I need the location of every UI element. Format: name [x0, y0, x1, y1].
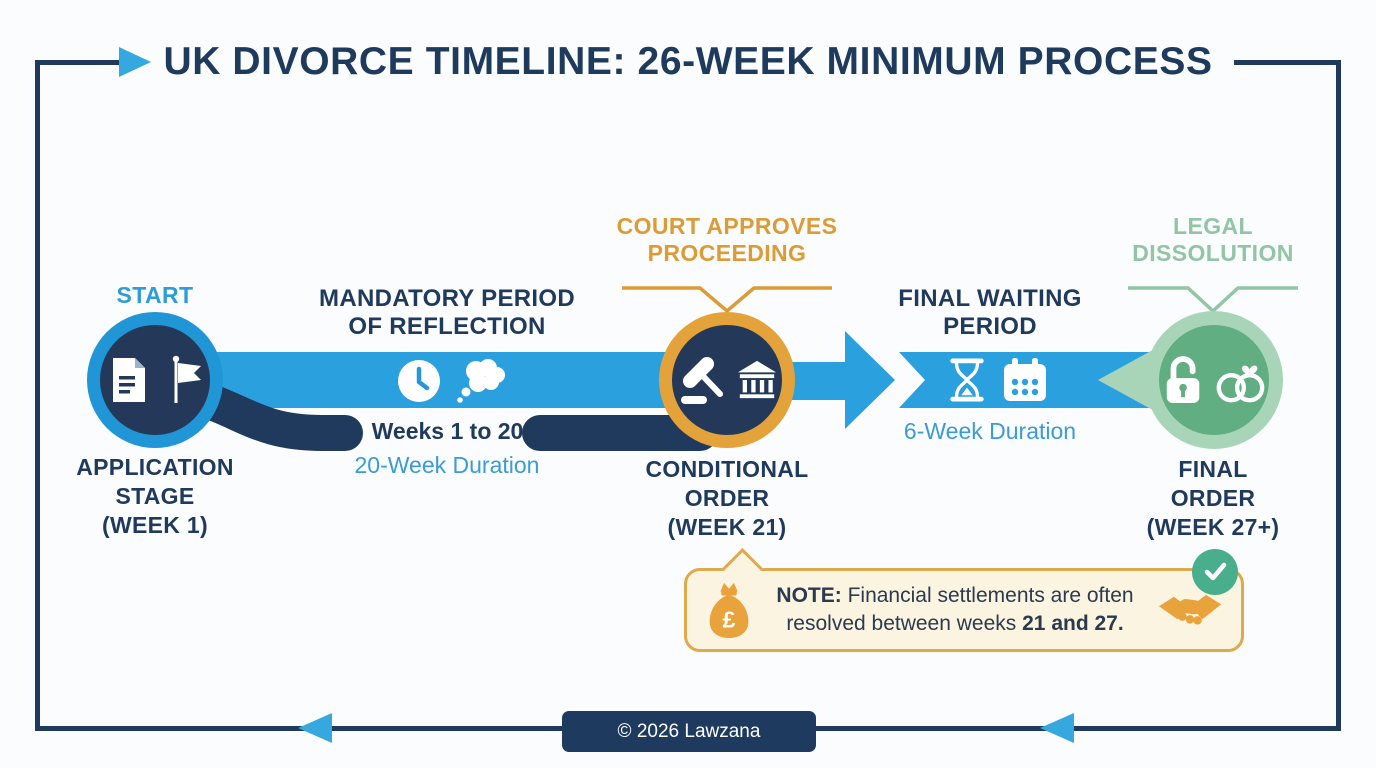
waiting-icons [946, 357, 1048, 403]
hourglass-icon [950, 358, 984, 402]
frame-top-right-segment [1234, 60, 1341, 65]
green-bracket [1128, 286, 1298, 314]
conditional-order-node [659, 312, 795, 448]
application-node [87, 312, 223, 448]
timeline-arrowhead-icon [845, 331, 895, 429]
waiting-heading: FINAL WAITING PERIOD [898, 285, 1082, 340]
bottom-arrow-right-icon [1040, 713, 1074, 743]
final-order-node [1145, 311, 1283, 449]
start-label: START [116, 282, 194, 308]
note-text: NOTE: Financial settlements are often re… [769, 582, 1141, 638]
note-line1: Financial settlements are often [841, 584, 1134, 607]
check-icon [1192, 549, 1238, 595]
reflection-icons [396, 357, 508, 405]
flag-icon [172, 355, 201, 403]
note-line2: resolved between weeks [786, 612, 1023, 635]
orange-bracket [622, 286, 832, 314]
document-icon [112, 358, 145, 402]
unlock-icon [1166, 356, 1199, 403]
reflection-duration-label: 20-Week Duration [354, 452, 540, 478]
waiting-duration-label: 6-Week Duration [903, 418, 1077, 444]
money-bag-icon: £ [709, 582, 749, 639]
application-stage-label: APPLICATION STAGE (WEEK 1) [76, 454, 234, 538]
bottom-arrow-left-icon [298, 713, 332, 743]
note-box: £ NOTE: Financial settlements are often … [684, 568, 1244, 652]
reflection-range-label: Weeks 1 to 20 [371, 418, 524, 444]
conditional-order-label: CONDITIONAL ORDER (WEEK 21) [645, 456, 809, 540]
thought-bubble-icon [457, 359, 505, 403]
court-approves-label: COURT APPROVES PROCEEDING [616, 213, 838, 266]
page-title: UK DIVORCE TIMELINE: 26-WEEK MINIMUM PRO… [163, 40, 1213, 83]
copyright-badge: © 2026 Lawzana [562, 711, 816, 752]
gavel-icon [680, 357, 723, 404]
calendar-icon [1004, 358, 1046, 401]
frame-top-left-segment [35, 60, 120, 65]
svg-text:£: £ [723, 606, 736, 632]
frame-right [1336, 60, 1341, 731]
final-order-label: FINAL ORDER (WEEK 27+) [1146, 456, 1280, 540]
reflection-heading: MANDATORY PERIOD OF REFLECTION [319, 285, 575, 340]
courthouse-icon [737, 360, 776, 399]
clock-icon [398, 360, 440, 402]
frame-left [35, 60, 40, 731]
legal-dissolution-label: LEGAL DISSOLUTION [1132, 213, 1294, 266]
note-line2-bold: 21 and 27. [1022, 612, 1124, 635]
note-prefix: NOTE: [776, 584, 842, 607]
wedding-rings-icon [1216, 365, 1264, 403]
title-arrow-icon [119, 47, 151, 77]
handshake-icon [1158, 594, 1222, 625]
copyright-text: © 2026 Lawzana [617, 720, 761, 742]
